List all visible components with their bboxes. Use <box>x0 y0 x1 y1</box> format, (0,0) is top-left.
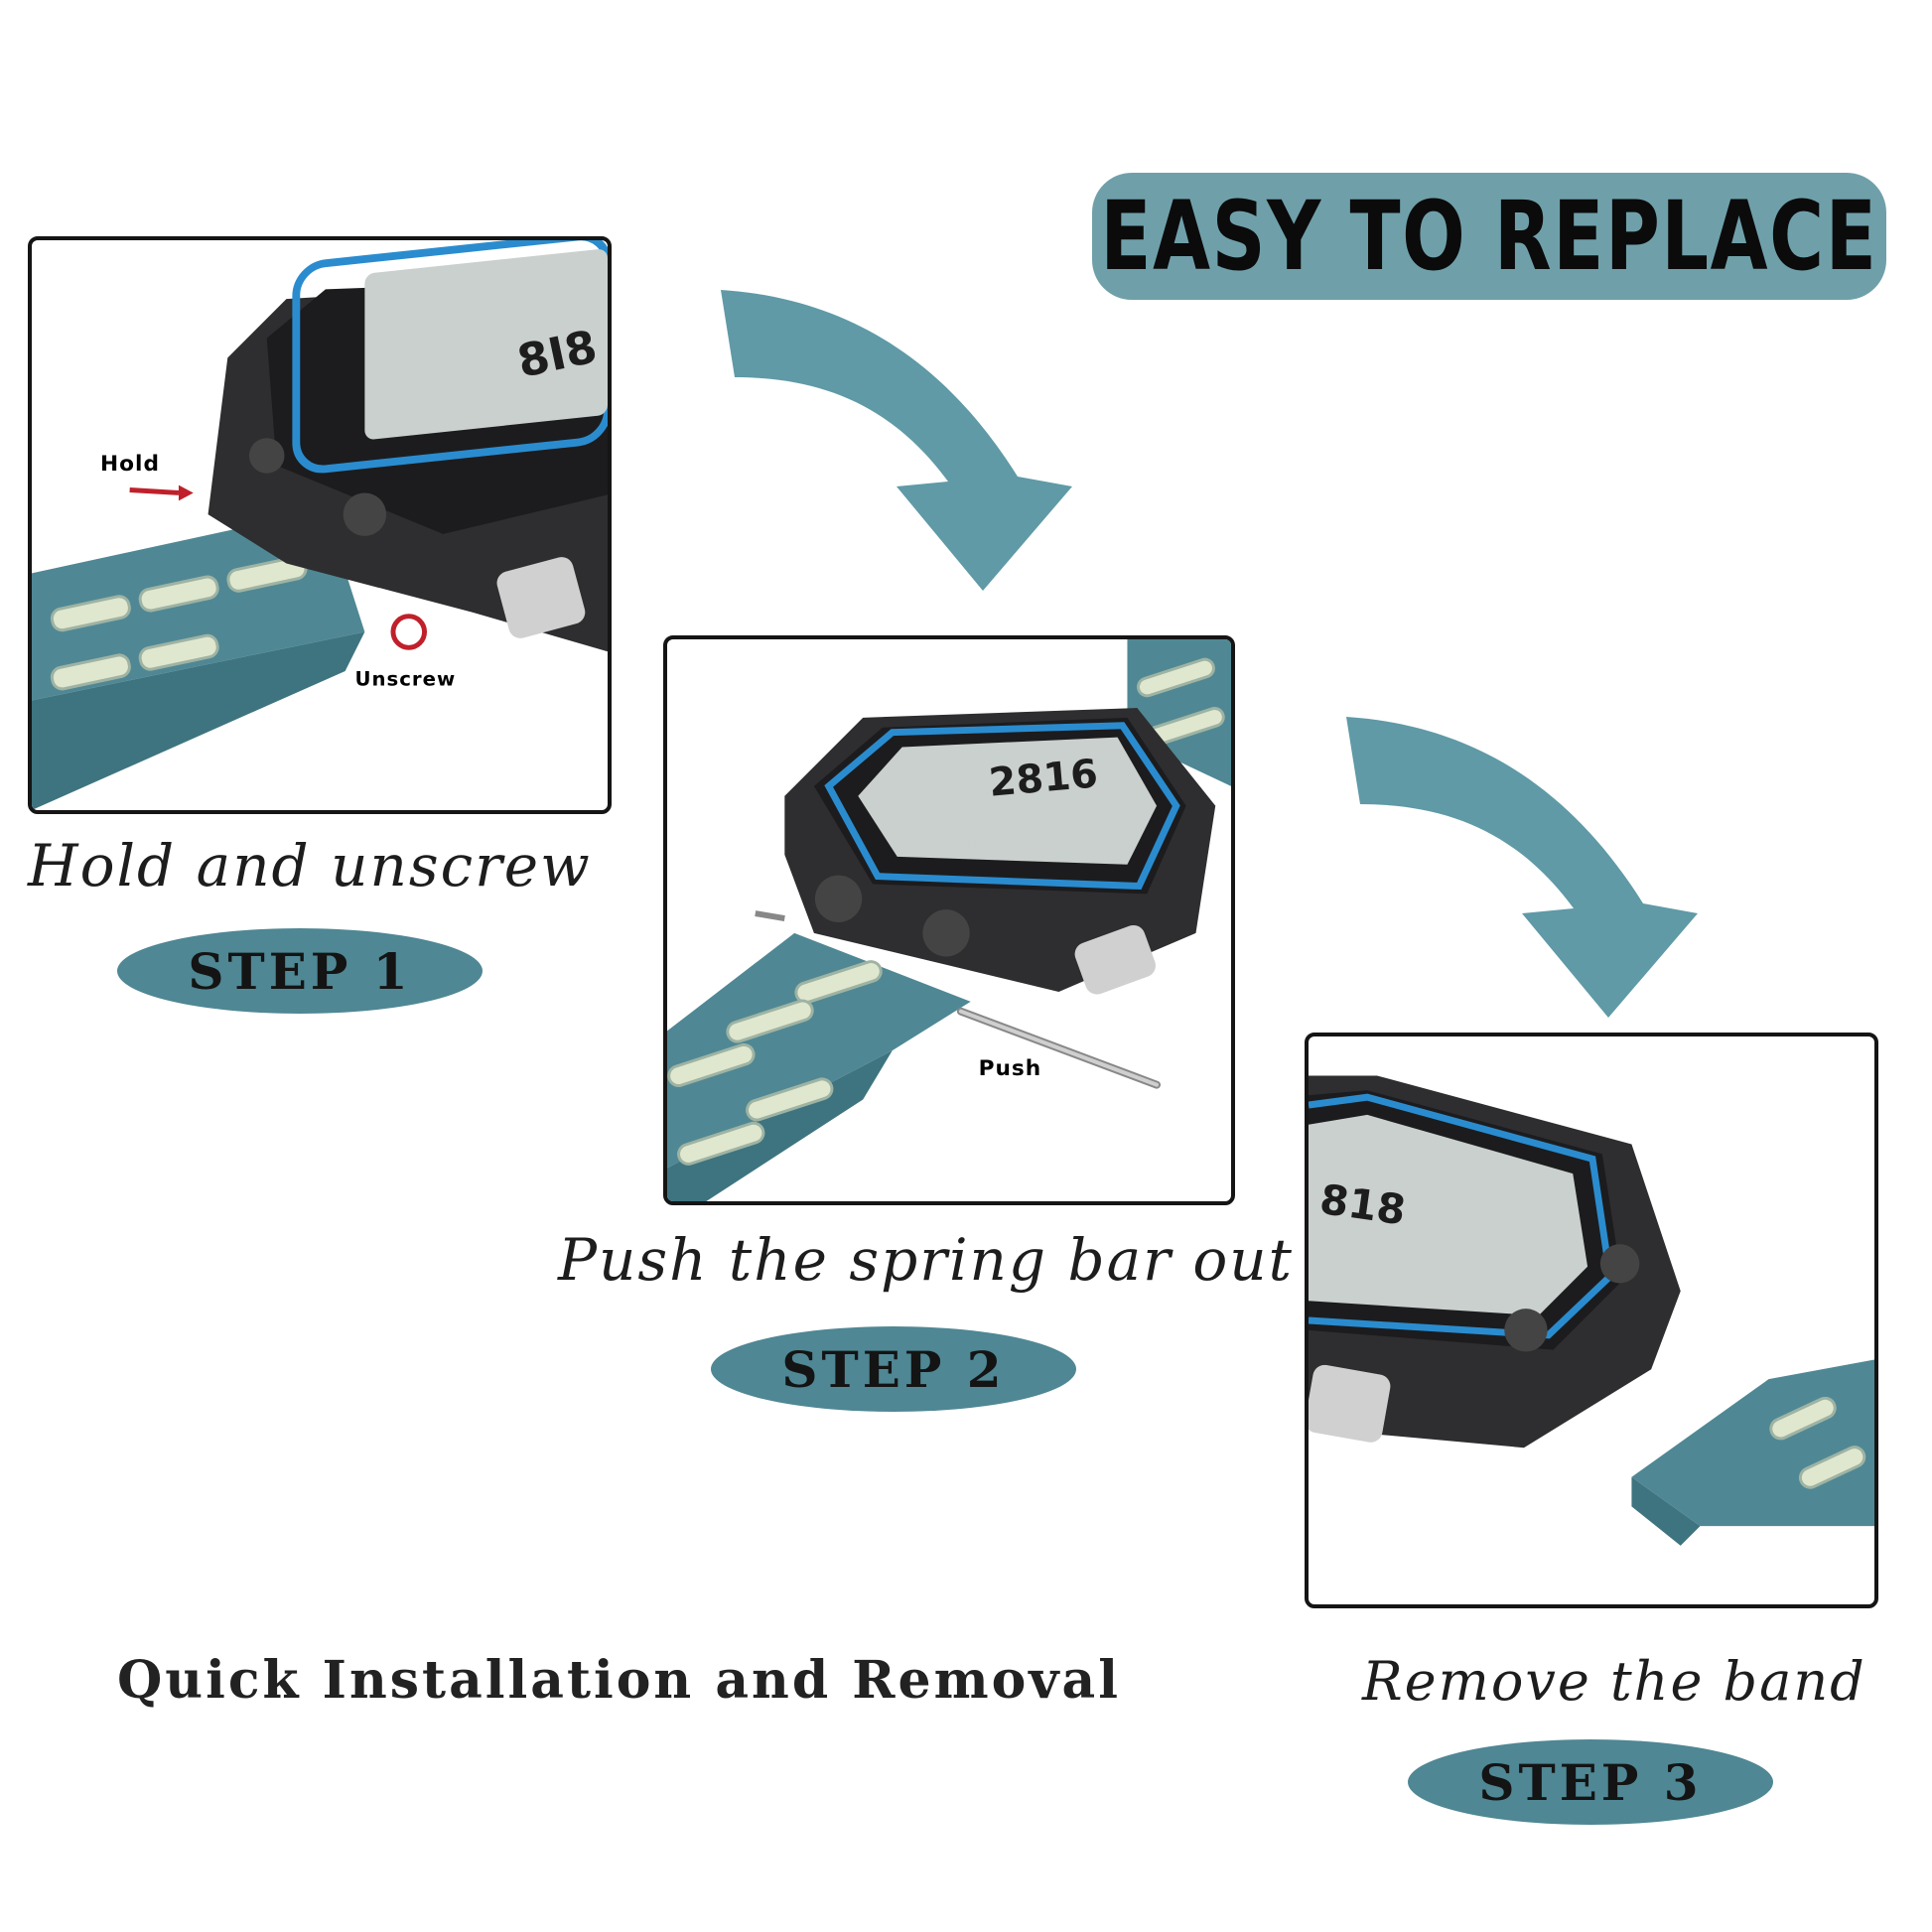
photo-label: Hold <box>100 452 160 477</box>
step-2-caption: Push the spring bar out <box>558 1226 1294 1294</box>
curved-arrow-icon <box>1346 717 1698 1018</box>
watch-band <box>667 639 1231 1201</box>
watch-body <box>207 240 608 652</box>
curved-arrow-icon <box>721 290 1072 591</box>
title-banner: EASY TO REPLACE <box>1092 173 1886 300</box>
step-3-badge: STEP 3 <box>1408 1739 1773 1825</box>
spring-bar-tool <box>755 910 1161 1089</box>
step-2-label: STEP 2 <box>781 1339 1006 1399</box>
photo-label: Push <box>979 1056 1042 1081</box>
watch-brand: GARMIN <box>931 835 995 854</box>
watch-band <box>1631 1359 1874 1546</box>
screen-number: 2816 <box>987 751 1099 805</box>
photo-label: Unscrew <box>355 668 457 691</box>
step-1-label: STEP 1 <box>188 941 412 1001</box>
footer-tagline: Quick Installation and Removal <box>117 1650 1121 1711</box>
title-text: EASY TO REPLACE <box>1100 181 1878 292</box>
step-1-photo: 8I8 Hold Unscrew <box>28 236 612 814</box>
step-1-badge: STEP 1 <box>117 928 483 1014</box>
watch-body <box>784 708 1216 995</box>
step-3-photo: 818 GARMIN <box>1305 1033 1878 1608</box>
step-1-caption: Hold and unscrew <box>28 832 592 899</box>
step-2-photo: 2816 GARMIN Push <box>663 635 1235 1205</box>
watch-body <box>1309 1075 1681 1449</box>
step-2-badge: STEP 2 <box>711 1326 1076 1412</box>
step-3-label: STEP 3 <box>1478 1752 1703 1812</box>
step-3-caption: Remove the band <box>1362 1650 1866 1713</box>
screen-number: 818 <box>1316 1175 1408 1235</box>
